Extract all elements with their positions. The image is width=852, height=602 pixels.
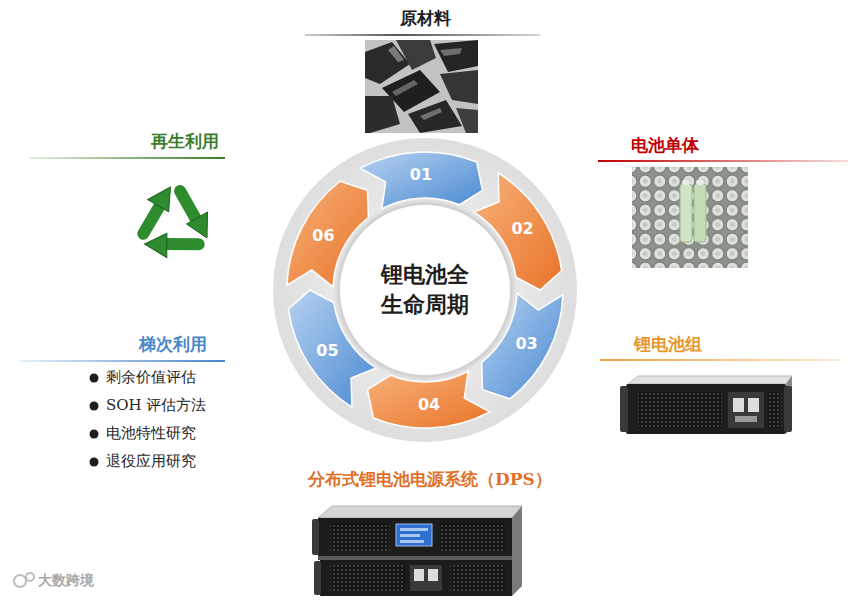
step-number-segment: 01	[408, 165, 434, 185]
callout-number: 06	[312, 227, 334, 245]
cycle-arrow-segment	[360, 152, 482, 209]
watermark-logo	[14, 573, 34, 587]
heading-label: 电池单体	[631, 135, 699, 155]
bullet-item: SOH 评估方法	[106, 396, 206, 414]
heading-underline	[305, 34, 540, 36]
bullet-item: 剩余价值评估	[106, 368, 196, 386]
step-number-segment: 06	[310, 226, 336, 246]
heading-label: 分布式锂电池电源系统（DPS）	[308, 469, 552, 489]
step-number-segment: 04	[416, 395, 442, 415]
recycle-icon	[130, 186, 208, 268]
battery-cell-photo	[632, 167, 748, 268]
heading-underline	[20, 360, 225, 362]
bullet-dots	[90, 374, 99, 467]
cycle-arrow-segment	[368, 371, 490, 428]
heading-label: 梯次利用	[139, 334, 207, 354]
heading-label: 再生利用	[151, 131, 219, 151]
heading-underline	[30, 157, 225, 159]
ring-segments	[287, 152, 563, 428]
heading-underline	[598, 160, 848, 162]
heading-label: 原材料	[400, 8, 451, 28]
callout-number: 05	[316, 342, 338, 360]
battery-pack-rack	[620, 376, 792, 434]
callout-number: 01	[410, 166, 432, 184]
bullet-item: 电池特性研究	[106, 424, 196, 442]
step-number-segment: 02	[509, 219, 535, 239]
center-title: 锂电池全 生命周期	[375, 260, 475, 319]
bullet-item: 退役应用研究	[106, 452, 196, 470]
heading-underline	[600, 359, 840, 361]
dps-rack-system	[312, 506, 522, 596]
callout-number: 04	[418, 396, 440, 414]
center-circle: 锂电池全 生命周期	[339, 204, 511, 376]
step-number-segment: 05	[314, 341, 340, 361]
watermark: 大数跨境	[38, 572, 94, 589]
heading-label: 锂电池组	[634, 334, 702, 354]
callout-number: 03	[515, 335, 537, 353]
step-number-segment: 03	[513, 334, 539, 354]
ring-backdrop	[273, 138, 577, 442]
raw-material-photo	[365, 40, 478, 133]
callout-number: 02	[511, 220, 533, 238]
